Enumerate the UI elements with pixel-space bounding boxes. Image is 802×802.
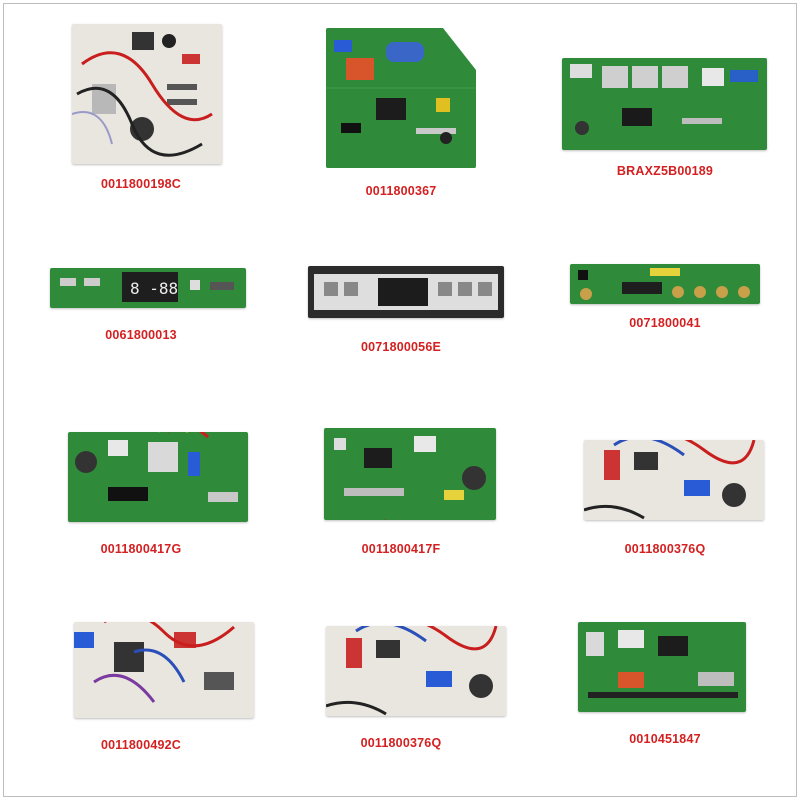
circuit-board-graphic [584, 440, 756, 520]
circuit-board-graphic [334, 436, 486, 520]
circuit-board-graphic [75, 432, 238, 502]
circuit-board-photo [68, 432, 248, 522]
circuit-board-graphic [326, 626, 498, 716]
circuit-board-graphic [326, 40, 476, 144]
product-code: 0011800376Q [624, 542, 706, 556]
circuit-board-photo [74, 622, 254, 718]
product-card[interactable]: BRAXZ5B00189 [534, 12, 796, 208]
circuit-board-photo [324, 428, 496, 520]
circuit-board-photo [308, 266, 504, 318]
product-code: 0011800367 [365, 184, 437, 198]
product-card[interactable]: 0011800376Q [534, 404, 796, 600]
circuit-board-graphic [74, 622, 235, 703]
product-card[interactable]: 0011800198C [10, 12, 272, 208]
product-card[interactable]: 0011800417G [10, 404, 272, 600]
product-code: 0011800198C [100, 177, 182, 191]
product-card[interactable]: 0011800417F [270, 404, 532, 600]
circuit-board-photo [570, 264, 760, 304]
circuit-board-photo [578, 622, 746, 712]
product-code: 0011800417F [361, 542, 441, 556]
product-code: 0011800417G [100, 542, 182, 556]
product-code: 0071800041 [629, 316, 701, 330]
circuit-board-photo: 8 -88 [50, 268, 246, 308]
product-card[interactable]: 0010451847 [534, 600, 796, 796]
product-card[interactable]: 0071800041 [534, 254, 796, 450]
circuit-board-graphic [314, 274, 498, 310]
circuit-board-photo [326, 626, 506, 716]
circuit-board-photo [72, 24, 222, 164]
product-code: 0071800056E [360, 340, 442, 354]
circuit-board-photo [584, 440, 764, 520]
circuit-board-graphic [586, 630, 738, 698]
product-code: 0010451847 [629, 732, 701, 746]
product-card[interactable]: 0011800492C [10, 600, 272, 796]
product-code: 0011800492C [100, 738, 182, 752]
circuit-board-photo [562, 58, 767, 150]
product-code: 0061800013 [105, 328, 177, 342]
product-grid: 0011800198C 0011800367 [3, 3, 797, 797]
product-code: BRAXZ5B00189 [616, 164, 714, 178]
product-code: 0011800376Q [360, 736, 442, 750]
product-card[interactable]: 0011800367 [270, 12, 532, 208]
circuit-board-graphic [72, 32, 213, 157]
circuit-board-graphic: 8 -88 [60, 272, 234, 302]
svg-text:8 -88: 8 -88 [130, 279, 178, 298]
circuit-board-photo [326, 28, 476, 168]
product-card[interactable]: 0071800056E [270, 254, 532, 450]
product-card[interactable]: 0011800376Q [270, 600, 532, 796]
circuit-board-graphic [570, 64, 758, 135]
circuit-board-graphic [578, 268, 750, 300]
product-card[interactable]: 8 -88 0061800013 [10, 254, 272, 450]
